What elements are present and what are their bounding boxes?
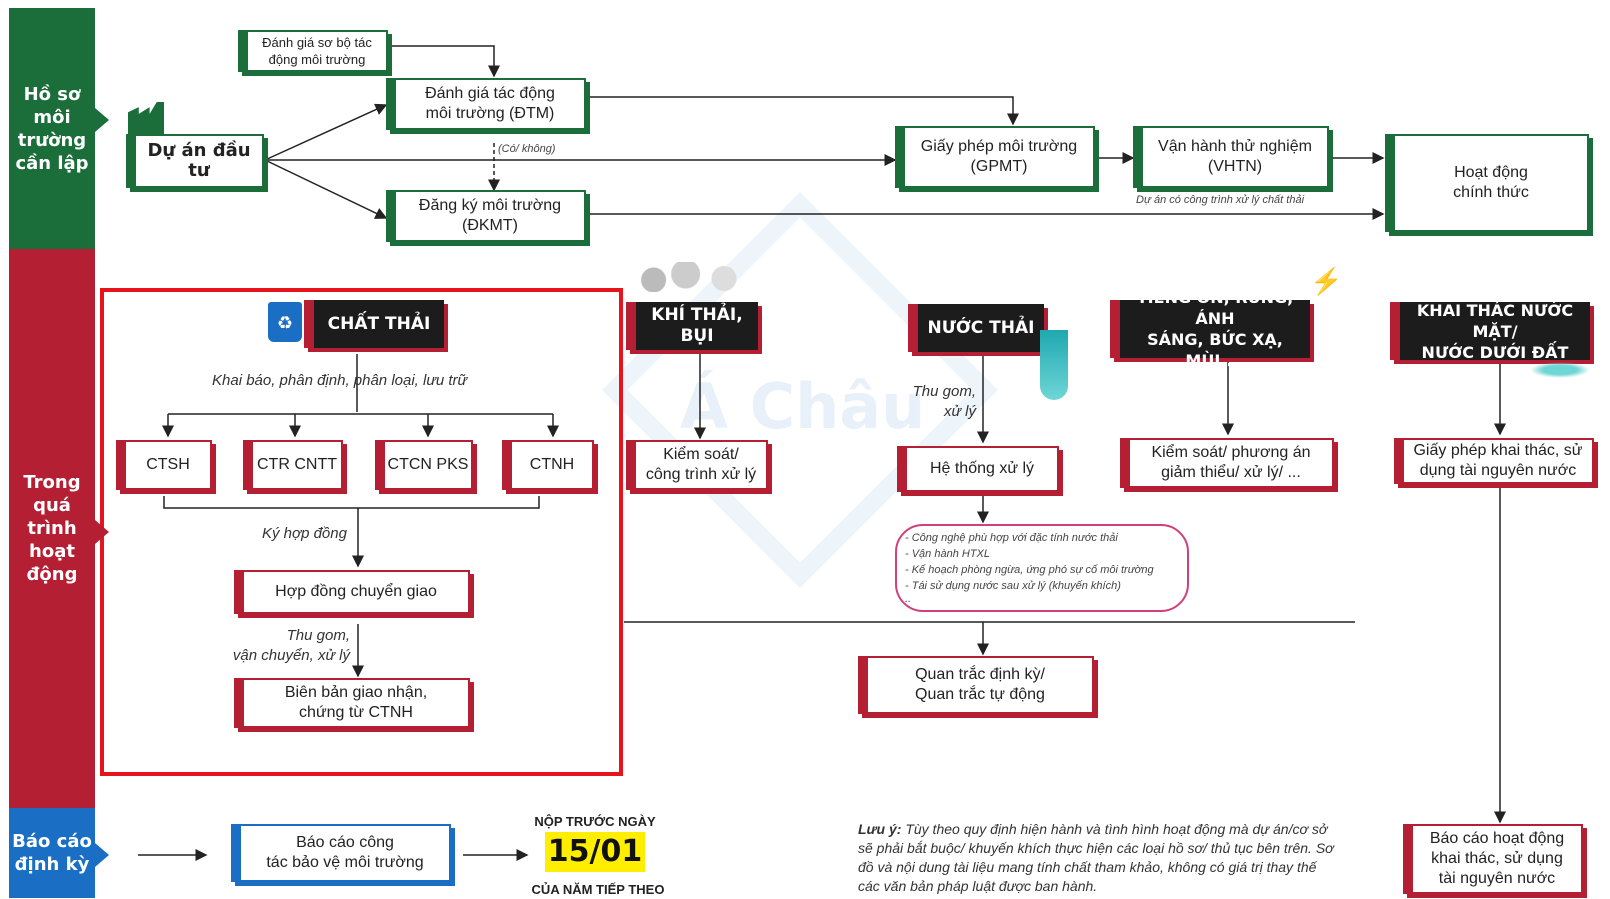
- lightning-icon: ⚡: [1310, 266, 1343, 296]
- water-license-box: Giấy phép khai thác, sử dụng tài nguyên …: [1394, 438, 1594, 484]
- deadline-date: 15/01: [545, 832, 645, 872]
- deadline-bottom-label: CỦA NĂM TIẾP THEO: [531, 882, 665, 897]
- pipe-water-icon: [1040, 330, 1068, 400]
- water-report-box: Báo cáo hoạt động khai thác, sử dụng tài…: [1403, 824, 1583, 894]
- deadline-top-label: NỘP TRƯỚC NGÀY: [534, 814, 656, 829]
- band-during-operation: Trong quá trình hoạt động: [9, 249, 95, 808]
- dtm-box: Đánh giá tác động môi trường (ĐTM): [386, 78, 586, 130]
- footnote-text: Tùy theo quy định hiện hành và tình hình…: [858, 821, 1334, 894]
- band-pointer-icon: [95, 520, 109, 544]
- emission-header: KHÍ THẢI, BỤI: [626, 302, 758, 350]
- noise-header: TIẾNG ỒN, RUNG, ÁNH SÁNG, BỨC XẠ, MÙI,..…: [1110, 288, 1310, 370]
- recycle-bin-icon: ♻: [268, 302, 302, 342]
- contract-label: Ký hợp đồng: [262, 525, 347, 542]
- emission-control-box: Kiểm soát/ công trình xử lý: [626, 440, 768, 490]
- contract-box: Hợp đồng chuyển giao: [234, 570, 470, 614]
- ww-collect-label: Thu gom, xử lý: [912, 383, 976, 420]
- choice-label: (Có/ không): [498, 143, 556, 155]
- declare-label: Khai báo, phân định, phân loại, lưu trữ: [212, 372, 468, 389]
- smoke-icon: [628, 262, 756, 292]
- vhtn-box: Vận hành thử nghiệm (VHTN): [1133, 126, 1329, 188]
- preliminary-assessment-box: Đánh giá sơ bộ tác động môi trường: [238, 30, 388, 72]
- ctcn-pks-box: CTCN PKS: [375, 440, 473, 490]
- wastewater-note-item: - Vận hành HTXL: [905, 548, 990, 560]
- ctsh-box: CTSH: [116, 440, 212, 490]
- watermark-text: Á Châu: [680, 370, 926, 443]
- monitoring-box: Quan trắc định kỳ/ Quan trắc tự động: [858, 656, 1094, 714]
- vhtn-note: Dự án có công trình xử lý chất thải: [1136, 194, 1305, 206]
- footnote-label: Lưu ý:: [858, 821, 902, 837]
- wastewater-notes: - Công nghệ phù hợp với đặc tính nước th…: [895, 524, 1189, 612]
- record-box: Biên bản giao nhận, chứng từ CTNH: [234, 678, 470, 728]
- water-drop-icon: [1530, 362, 1590, 378]
- env-protection-report-box: Báo cáo công tác bảo vệ môi trường: [231, 824, 451, 882]
- band-required-docs: Hồ sơ môi trường cần lập: [9, 8, 95, 249]
- collect-label: Thu gom, vận chuyển, xử lý: [232, 627, 350, 664]
- water-use-header: KHAI THÁC NƯỚC MẶT/ NƯỚC DƯỚI ĐẤT: [1390, 301, 1590, 362]
- footnote: Lưu ý: Tùy theo quy định hiện hành và tì…: [858, 820, 1338, 896]
- official-operation-box: Hoạt động chính thức: [1385, 134, 1589, 232]
- noise-control-box: Kiểm soát/ phương án giảm thiểu/ xử lý/ …: [1120, 438, 1334, 488]
- wastewater-header: NƯỚC THẢI: [908, 304, 1044, 352]
- gpmt-box: Giấy phép môi trường (GPMT): [895, 126, 1095, 188]
- band-pointer-icon: [95, 108, 109, 132]
- wastewater-note-item: - Công nghệ phù hợp với đặc tính nước th…: [905, 532, 1118, 544]
- treatment-system-box: Hệ thống xử lý: [897, 446, 1059, 492]
- dkmt-box: Đăng ký môi trường (ĐKMT): [386, 190, 586, 242]
- wastewater-note-item: - Kế hoạch phòng ngừa, ứng phó sự cố môi…: [905, 564, 1154, 576]
- band-periodic-report: Báo cáo định kỳ: [9, 808, 95, 898]
- ctnh-box: CTNH: [502, 440, 594, 490]
- band-pointer-icon: [95, 843, 109, 867]
- investment-project-box: Dự án đầu tư: [126, 134, 264, 188]
- wastewater-note-item: - Tái sử dụng nước sau xử lý (khuyến khí…: [905, 580, 1121, 592]
- wastewater-note-tail: ..: [905, 593, 912, 605]
- ctr-cntt-box: CTR CNTT: [243, 440, 343, 490]
- waste-header: CHẤT THẢI: [304, 300, 444, 348]
